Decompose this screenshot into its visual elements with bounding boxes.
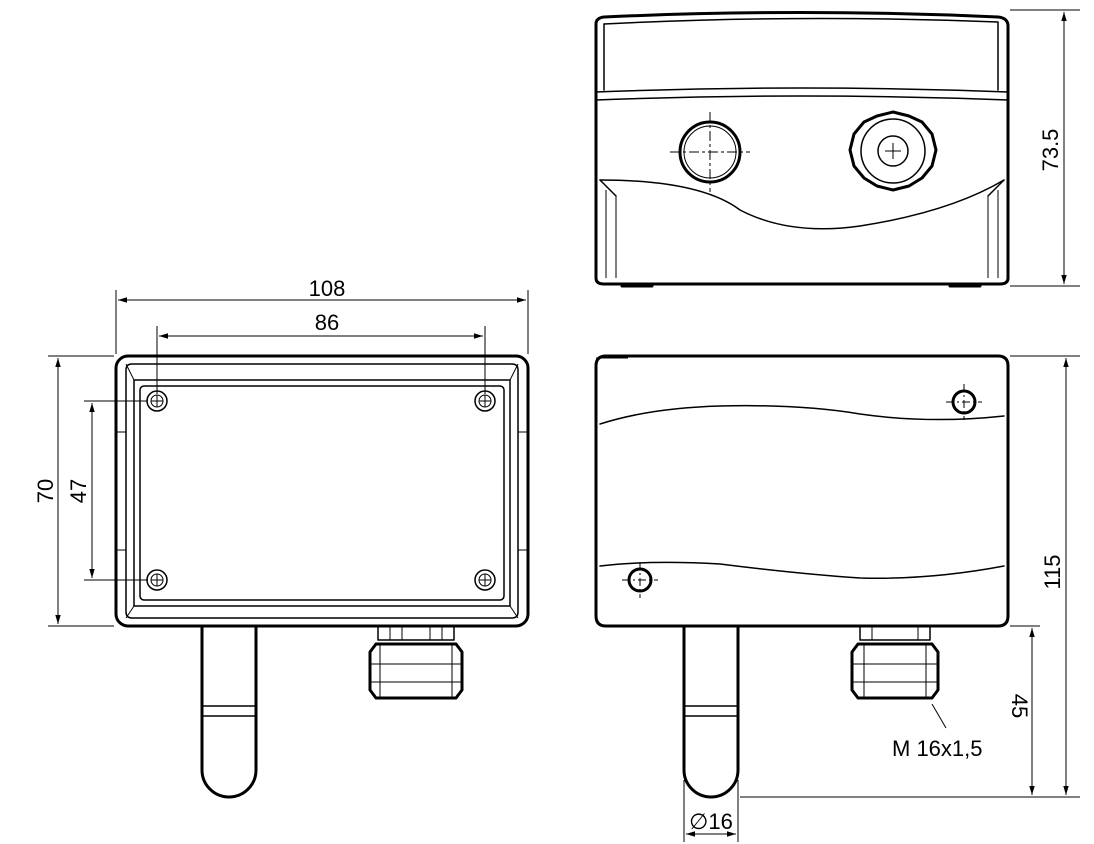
side-probe <box>682 624 740 799</box>
dim-width-holes: 86 <box>156 310 486 394</box>
dim-height-holes-label: 47 <box>66 479 91 503</box>
top-cable-gland <box>848 110 938 192</box>
front-lid <box>139 385 505 601</box>
dim-height-total: 70 <box>33 355 114 627</box>
dim-probe-diameter: ∅16 <box>683 780 739 842</box>
side-cable-gland <box>850 625 940 700</box>
dim-width-total: 108 <box>115 276 529 354</box>
dim-depth-label: 73.5 <box>1038 129 1063 172</box>
dim-probe-length: 45 <box>1007 625 1040 795</box>
dim-probe-diameter-label: ∅16 <box>689 809 733 834</box>
dim-length-total: 115 <box>740 355 1080 798</box>
dim-length-total-label: 115 <box>1040 554 1065 589</box>
dim-height-total-label: 70 <box>33 479 58 503</box>
side-mount-hole-top <box>946 384 982 420</box>
front-bezel <box>125 363 519 619</box>
side-view: M 16x1,5 115 45 ∅16 <box>594 354 1080 842</box>
thread-callout: M 16x1,5 <box>892 703 983 761</box>
dim-probe-length-label: 45 <box>1007 694 1032 718</box>
front-view: 108 86 70 47 <box>33 276 530 799</box>
top-port-left <box>670 112 750 192</box>
dim-depth: 73.5 <box>1010 9 1080 287</box>
dim-width-total-label: 108 <box>309 276 346 301</box>
front-screw-bottom-right <box>474 569 496 591</box>
front-probe <box>200 624 258 799</box>
top-enclosure-body <box>594 11 1010 286</box>
side-enclosure-body <box>594 354 1010 628</box>
thread-callout-label: M 16x1,5 <box>892 736 983 761</box>
dim-height-holes: 47 <box>66 400 148 581</box>
front-screw-bottom-left <box>146 569 168 591</box>
top-view: 73.5 <box>594 9 1080 288</box>
dim-width-holes-label: 86 <box>315 310 339 335</box>
side-mount-hole-bottom <box>622 562 658 598</box>
front-bezel-inner <box>133 379 511 607</box>
front-cable-gland <box>368 625 464 700</box>
front-enclosure-body <box>114 354 530 628</box>
